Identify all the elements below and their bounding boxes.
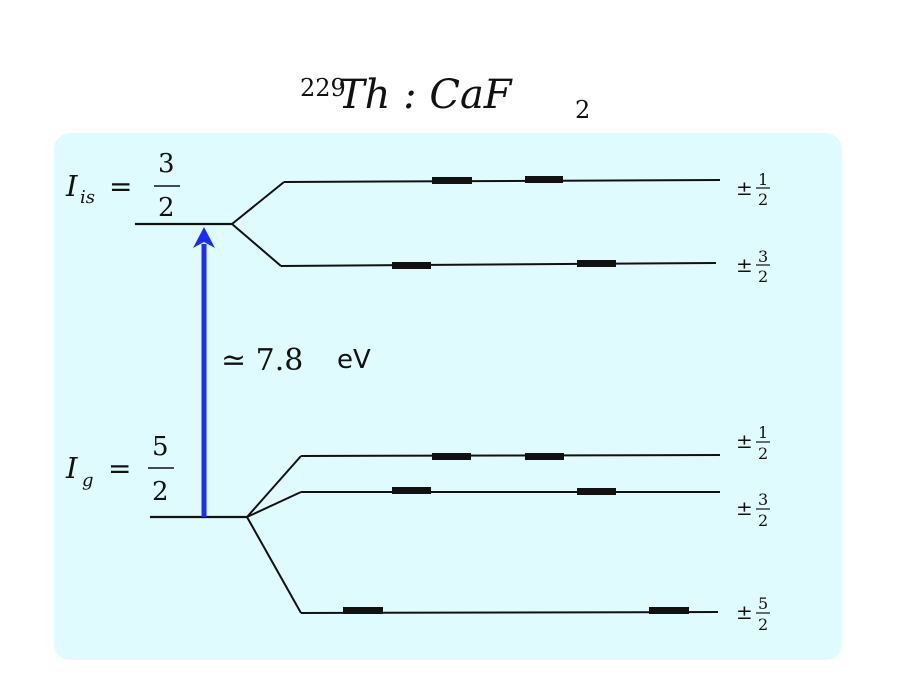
ground-equals: = (108, 452, 131, 485)
ground-symbol: I (65, 451, 78, 485)
sublevel-label-isomer-upper: ± 1 2 (736, 170, 770, 209)
title-superscript: 229 (300, 74, 346, 102)
sublevel-ground-2 (301, 487, 720, 495)
ground-subscript: g (82, 470, 94, 491)
isomer-symbol: I (65, 169, 78, 203)
sublevel-marker (649, 607, 689, 614)
svg-text:2: 2 (758, 444, 768, 463)
sublevel-marker (432, 453, 471, 460)
sublevel-ground-1 (300, 453, 721, 460)
sublevel-isomer-upper (283, 176, 721, 184)
svg-text:2: 2 (758, 615, 768, 634)
panel-background (54, 133, 842, 660)
svg-text:2: 2 (758, 267, 768, 286)
sublevel-marker (392, 262, 431, 269)
sublevel-label-ground-3: ± 5 2 (736, 594, 770, 634)
isomer-level (135, 181, 285, 267)
transition-label: ≃ 7.8 eV (221, 343, 371, 378)
sublevel-isomer-lower (280, 260, 717, 269)
svg-text:1: 1 (758, 170, 768, 189)
title-subscript: 2 (575, 96, 590, 124)
transition-arrow (193, 227, 215, 517)
sublevel-marker (577, 260, 616, 267)
svg-text:2: 2 (758, 190, 768, 209)
sublevel-marker (525, 453, 564, 460)
ground-level-label: I g = 5 2 (65, 432, 174, 507)
sublevel-ground-3 (300, 607, 719, 614)
svg-text:5: 5 (758, 594, 768, 613)
transition-unit: eV (337, 345, 371, 375)
transition-energy: ≃ 7.8 (221, 343, 303, 378)
svg-text:±: ± (736, 253, 753, 277)
diagram-title: 229 Th : CaF 2 (300, 72, 590, 124)
ground-denominator: 2 (152, 477, 169, 507)
svg-text:3: 3 (758, 490, 768, 509)
svg-text:±: ± (736, 496, 753, 520)
sublevel-marker (577, 488, 616, 495)
isomer-level-label: I is = 3 2 (65, 149, 180, 223)
svg-text:±: ± (736, 429, 753, 453)
sublevel-marker (392, 487, 431, 494)
svg-text:3: 3 (758, 247, 768, 266)
sublevel-label-ground-1: ± 1 2 (736, 423, 770, 463)
isomer-denominator: 2 (158, 193, 175, 223)
isomer-equals: = (109, 170, 132, 203)
sublevel-label-ground-2: ± 3 2 (736, 490, 770, 530)
sublevel-label-isomer-lower: ± 3 2 (736, 247, 770, 286)
svg-text:2: 2 (758, 511, 768, 530)
ground-level (150, 455, 302, 614)
svg-text:±: ± (736, 176, 753, 200)
sublevel-marker (432, 177, 472, 184)
ground-numerator: 5 (152, 432, 169, 462)
isomer-subscript: is (80, 187, 95, 208)
sublevel-marker (525, 176, 563, 183)
svg-text:1: 1 (758, 423, 768, 442)
title-base: Th : CaF (338, 72, 513, 118)
isomer-numerator: 3 (158, 149, 175, 179)
svg-text:±: ± (736, 600, 753, 624)
sublevel-marker (343, 607, 383, 614)
